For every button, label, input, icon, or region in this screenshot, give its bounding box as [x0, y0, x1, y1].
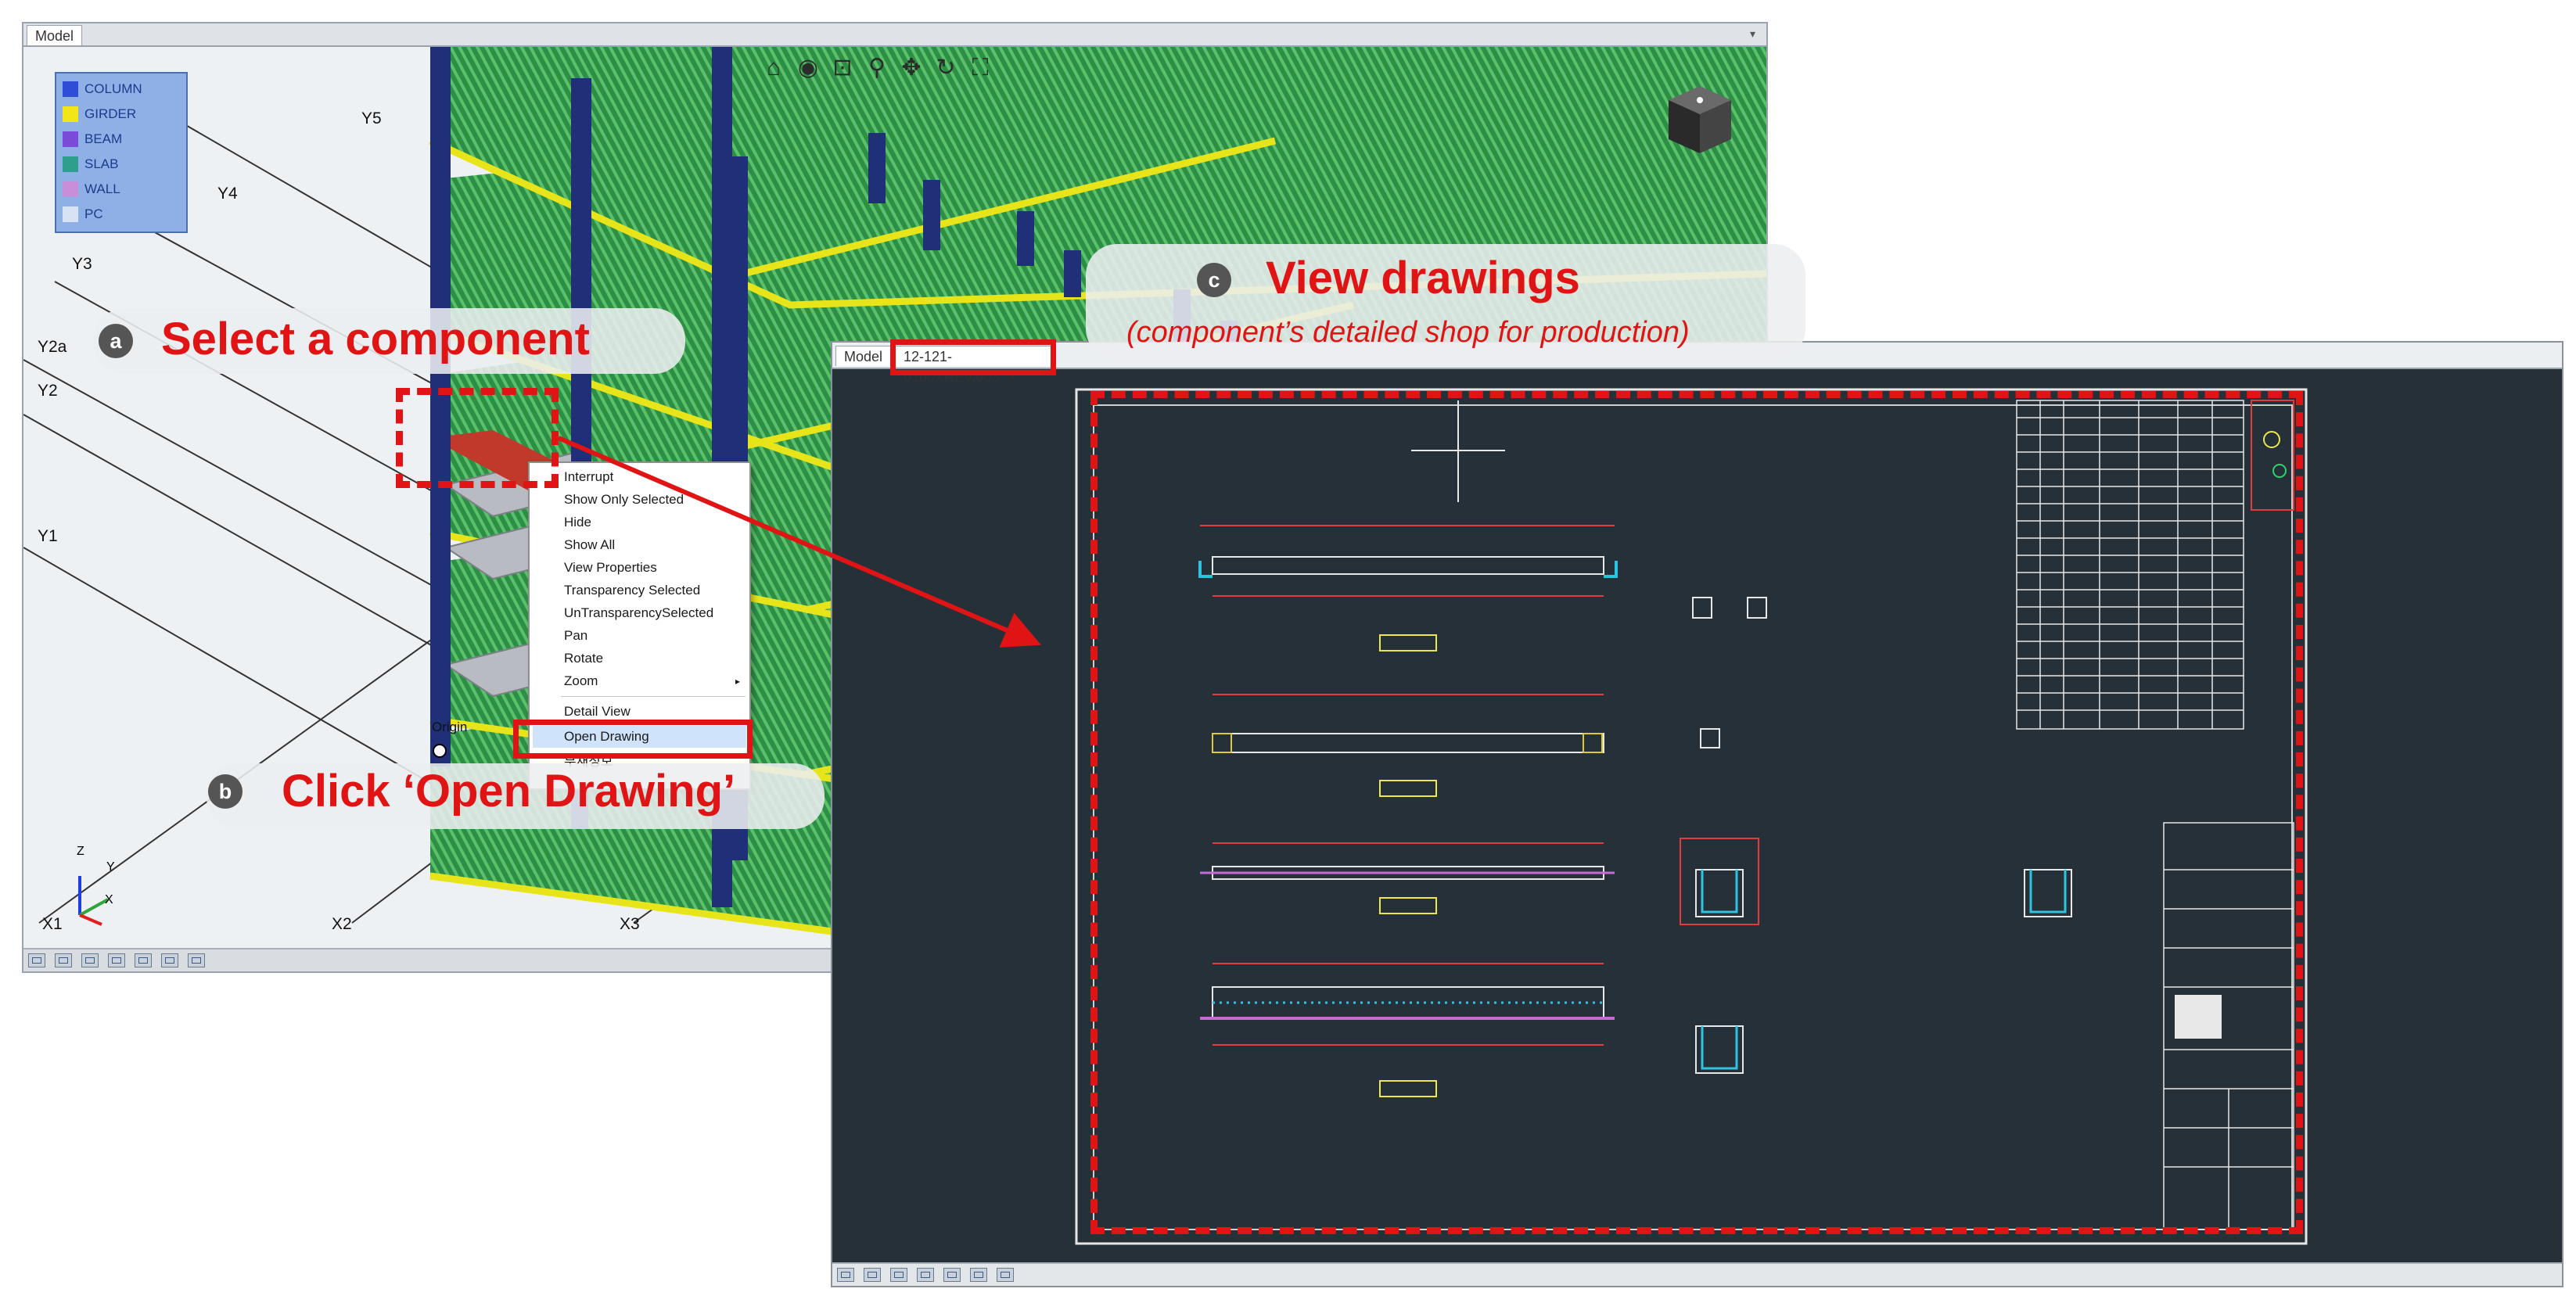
status-view-5-icon[interactable]	[161, 953, 178, 967]
grid-label-y3: Y3	[72, 255, 92, 273]
element-legend: COLUMN GIRDER BEAM SLAB WALL PC	[55, 72, 188, 233]
shop-drawing-canvas[interactable]	[832, 369, 2562, 1262]
home-icon[interactable]: ⌂	[766, 55, 781, 81]
drawing-status-print-icon[interactable]	[837, 1268, 854, 1282]
orbit-icon[interactable]: ◉	[797, 55, 819, 81]
callout-c-title: View drawings	[1266, 253, 1580, 303]
drawing-status-view-5-icon[interactable]	[970, 1268, 987, 1282]
drawing-status-view-1-icon[interactable]	[864, 1268, 881, 1282]
grid-label-x3: X3	[620, 915, 640, 933]
origin-label: Origin	[432, 720, 468, 734]
beam-elevation-2	[1212, 694, 1720, 753]
legend-label-girder: GIRDER	[84, 106, 137, 121]
legend-swatch-column	[63, 81, 78, 97]
open-drawing-highlight-box	[513, 720, 753, 759]
menu-separator	[561, 696, 745, 697]
menu-item-untransparency-selected[interactable]: UnTransparencySelected	[564, 605, 714, 620]
company-logo-icon	[2175, 995, 2222, 1039]
rotate-icon[interactable]: ↻	[936, 55, 956, 81]
legend-label-wall: WALL	[84, 181, 120, 196]
callout-a	[94, 308, 685, 374]
beam-rebar-view	[1200, 963, 1615, 1046]
drawing-status-view-6-icon[interactable]	[997, 1268, 1014, 1282]
grid-label-y5: Y5	[361, 109, 382, 127]
status-view-6-icon[interactable]	[188, 953, 205, 967]
model-tab-bar: Model ▾	[23, 23, 1766, 47]
zoom-icon[interactable]: ⚲	[868, 55, 886, 81]
detail-symbol	[2251, 400, 2294, 511]
status-view-4-icon[interactable]	[135, 953, 152, 967]
title-block	[2163, 822, 2294, 1230]
legend-swatch-wall	[63, 181, 78, 197]
legend-label-slab: SLAB	[84, 156, 119, 171]
menu-item-hide[interactable]: Hide	[564, 515, 591, 529]
beam-plan	[1200, 842, 1615, 880]
callout-b-title: Click ‘Open Drawing’	[282, 766, 736, 817]
legend-label-beam: BEAM	[84, 131, 123, 146]
axis-label-z: Z	[77, 845, 84, 858]
drawing-status-view-4-icon[interactable]	[943, 1268, 961, 1282]
menu-item-open-drawing[interactable]: Open Drawing	[533, 726, 746, 748]
tab-model[interactable]: Model	[27, 25, 83, 45]
origin-marker	[433, 744, 447, 758]
beam-elevation-1	[1198, 400, 1618, 597]
legend-swatch-girder	[63, 106, 78, 122]
sheet-border	[1075, 388, 2308, 1245]
callout-b-badge: b	[208, 774, 243, 809]
legend-swatch-slab	[63, 156, 78, 172]
menu-item-show-all[interactable]: Show All	[564, 537, 616, 552]
context-menu: Interrupt Show Only Selected Hide Show A…	[528, 461, 751, 790]
menu-item-transparency-selected[interactable]: Transparency Selected	[564, 583, 701, 598]
legend-label-column: COLUMN	[84, 81, 142, 96]
drawing-tab-highlight-box	[890, 339, 1056, 375]
menu-item-rotate[interactable]: Rotate	[564, 651, 604, 666]
callout-b	[207, 763, 825, 829]
tab-close-icon[interactable]: ×	[1008, 369, 1016, 385]
status-view-1-icon[interactable]	[55, 953, 72, 967]
menu-item-show-only-selected[interactable]: Show Only Selected	[564, 492, 684, 507]
grid-label-y2a: Y2a	[38, 338, 67, 356]
menu-item-pan[interactable]: Pan	[564, 628, 588, 643]
grid-label-x1: X1	[42, 915, 63, 933]
menu-item-view-properties[interactable]: View Properties	[564, 560, 657, 575]
status-view-3-icon[interactable]	[108, 953, 125, 967]
menu-item-zoom[interactable]: Zoom ▸	[533, 670, 746, 692]
view-toolbar: ⌂ ◉ ⊡ ⚲ ✥ ↻ ⛶	[759, 53, 1025, 84]
rebar-schedule-table	[2016, 400, 2244, 730]
callout-c	[1086, 244, 1805, 360]
fit-view-icon[interactable]: ⛶	[972, 55, 989, 81]
tab-list-arrow-icon[interactable]: ▾	[1749, 27, 1755, 40]
status-print-icon[interactable]	[28, 953, 45, 967]
navigation-cube-icon[interactable]	[1665, 78, 1735, 164]
submenu-arrow-icon: ▸	[735, 676, 740, 687]
legend-swatch-beam	[63, 131, 78, 147]
grid-label-y4: Y4	[217, 185, 238, 203]
callout-a-badge: a	[99, 324, 133, 358]
pan-icon[interactable]: ✥	[901, 55, 922, 81]
drawing-status-view-2-icon[interactable]	[890, 1268, 907, 1282]
legend-label-pc: PC	[84, 206, 103, 221]
legend-swatch-pc	[63, 206, 78, 222]
menu-item-detail-view[interactable]: Detail View	[564, 704, 631, 719]
callout-a-title: Select a component	[161, 314, 590, 364]
axis-label-y: Y	[106, 860, 115, 874]
callout-c-subtitle: (component’s detailed shop for productio…	[1126, 316, 1690, 349]
status-view-2-icon[interactable]	[81, 953, 99, 967]
menu-item-zoom-label: Zoom	[564, 673, 598, 688]
drawing-status-view-3-icon[interactable]	[917, 1268, 934, 1282]
drawing-status-bar	[832, 1262, 2562, 1286]
drawing-window[interactable]: Model 12-121-0100XREV.003 ×	[831, 341, 2563, 1287]
grid-label-x2: X2	[332, 915, 352, 933]
callout-c-badge: c	[1197, 263, 1231, 297]
axis-triad-icon	[78, 876, 109, 926]
selection-highlight-box	[396, 388, 559, 488]
beam-sections	[1680, 597, 2072, 1074]
drawing-highlight-box	[1090, 391, 2303, 1234]
menu-item-interrupt[interactable]: Interrupt	[564, 469, 614, 484]
grid-label-y2: Y2	[38, 382, 58, 400]
zoom-window-icon[interactable]: ⊡	[832, 55, 853, 81]
grid-label-y1: Y1	[38, 527, 58, 545]
axis-label-x: X	[105, 893, 113, 906]
